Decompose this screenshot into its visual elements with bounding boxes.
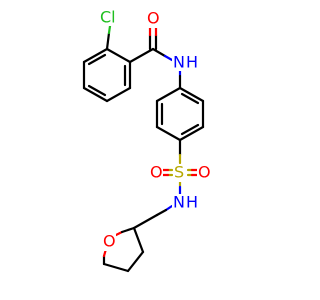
svg-text:S: S [174, 163, 184, 182]
chlorophenyl-ring [82, 47, 132, 103]
c-cl-bond-cl-half [107, 24, 112, 35]
atom-label-sulfonyl-o-left: O [149, 163, 163, 182]
svg-text:Cl: Cl [100, 8, 116, 27]
svg-text:H: H [186, 53, 198, 72]
svg-text:H: H [186, 193, 198, 212]
c-cl-bond [105, 31, 111, 51]
ch2-thf-bond [132, 213, 159, 230]
n-ch2-bond [155, 208, 168, 217]
atom-label-sulfur: S [173, 163, 187, 182]
phenylene-ring [155, 86, 205, 142]
svg-text:O: O [147, 9, 160, 28]
atom-label-thf-oxygen: O [102, 232, 116, 251]
svg-text:N: N [173, 53, 185, 72]
svg-text:O: O [198, 163, 211, 182]
svg-text:N: N [173, 193, 185, 212]
tetrahydrofuran-ring [102, 226, 145, 273]
amide-c-n-bond [151, 47, 167, 58]
aryl-carbonyl-bond [128, 47, 155, 64]
svg-text:O: O [103, 232, 116, 251]
svg-text:O: O [150, 163, 163, 182]
atom-label-amide-nh: N H [172, 53, 202, 72]
n-ch2-bond-n-half [164, 204, 174, 212]
molecule-diagram: Cl O N H S O O N H O [82, 8, 211, 273]
structure-svg: Cl O N H S O O N H O [82, 8, 211, 273]
atom-label-carbonyl-o: O [146, 9, 160, 28]
atom-label-sulfonamide-nh: N H [172, 193, 202, 212]
atom-label-sulfonyl-o-right: O [197, 163, 211, 182]
atom-label-cl: Cl [98, 8, 124, 27]
amide-c-n-bond-n-half [163, 54, 174, 62]
